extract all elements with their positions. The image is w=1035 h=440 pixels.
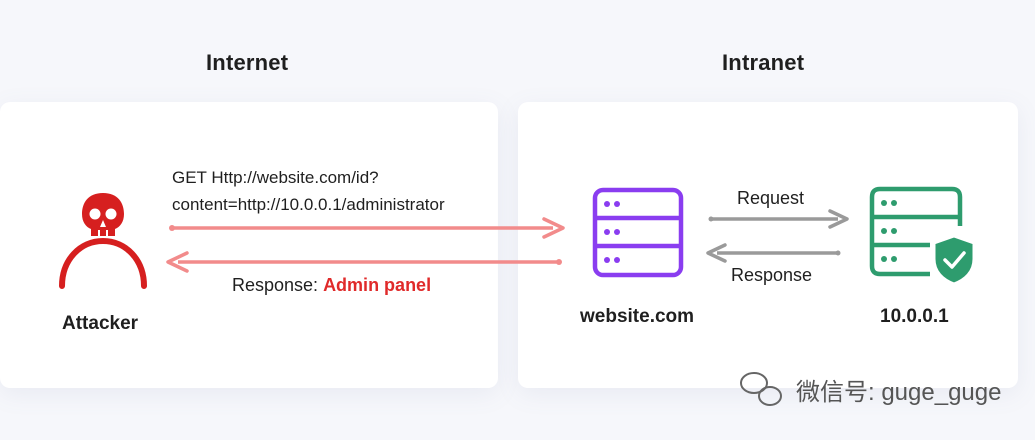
website-label: website.com — [580, 306, 695, 327]
secure-server-icon — [869, 186, 976, 286]
internal-request-arrow — [708, 209, 849, 229]
shield-icon — [932, 234, 976, 286]
check-icon — [943, 251, 966, 269]
zone-title-intranet: Intranet — [722, 50, 805, 75]
watermark: 微信号: guge_guge — [796, 372, 1001, 407]
internal-response-arrow — [706, 243, 841, 263]
internal-response-label: Response — [731, 265, 813, 285]
watermark-text: 微信号: guge_guge — [796, 379, 1002, 406]
internal-host-label: 10.0.0.1 — [880, 306, 949, 327]
response-arrow — [166, 251, 562, 273]
wechat-icon — [740, 372, 782, 406]
internal-request-label: Request — [737, 188, 805, 208]
attacker-skull-icon — [82, 193, 124, 236]
response-text: Response: Admin panel — [232, 275, 431, 296]
attacker-body-icon — [59, 237, 147, 289]
zone-title-internet: Internet — [206, 50, 289, 75]
response-prefix: Response: — [232, 275, 324, 295]
request-arrow — [169, 217, 565, 239]
request-line-1: GET Http://website.com/id? — [172, 168, 379, 187]
server-icon — [592, 187, 684, 278]
attacker-label: Attacker — [62, 313, 139, 334]
request-line-2: content=http://10.0.0.1/administrator — [172, 195, 445, 214]
response-highlight: Admin panel — [323, 275, 432, 295]
